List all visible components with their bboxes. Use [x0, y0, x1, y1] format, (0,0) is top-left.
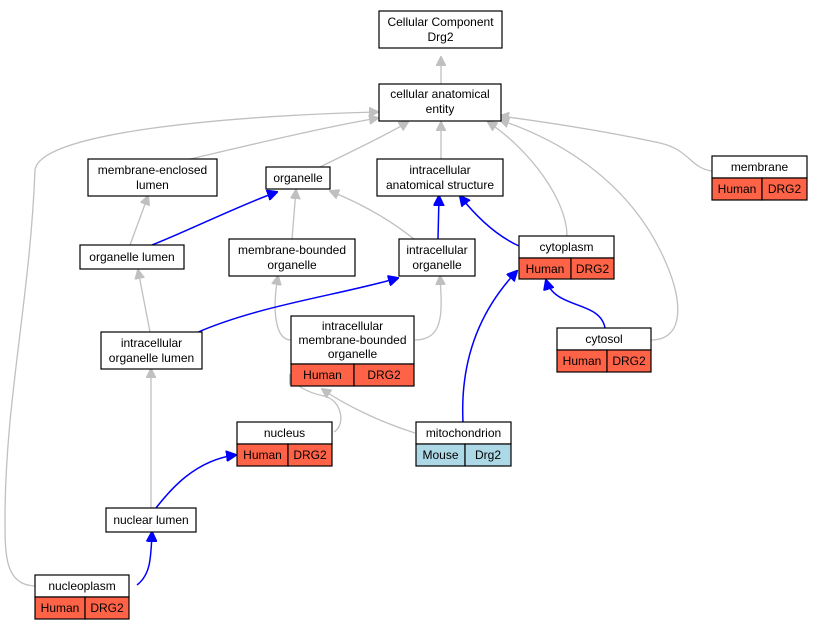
gene-label: DRG2 — [90, 601, 124, 615]
gene-label: DRG2 — [576, 262, 610, 276]
edge-membrane-cae — [500, 116, 713, 172]
edge-io-ias — [438, 196, 439, 240]
node-cellular-component-root[interactable]: Cellular Component Drg2 — [378, 10, 503, 49]
node-intracellular-anatomical-structure[interactable]: intracellular anatomical structure — [376, 158, 504, 197]
node-label-line: cytosol — [585, 332, 622, 346]
node-label-line: Drg2 — [427, 30, 453, 44]
node-label-line: nucleus — [264, 426, 305, 440]
edge-imbo-io — [414, 276, 441, 341]
species-label: Human — [526, 262, 565, 276]
node-intracellular-membrane-bounded-organelle[interactable]: intracellular membrane-bounded organelle… — [290, 315, 415, 387]
edge-io-organelle — [330, 191, 415, 240]
edge-cytoplasm-ias — [460, 196, 520, 247]
node-label-line: intracellular — [409, 163, 470, 177]
node-cytosol[interactable]: cytosol Human DRG2 — [556, 327, 652, 373]
node-label-line: organelle — [267, 258, 317, 272]
edge-mel-cae — [189, 118, 378, 160]
edge-cytoplasm-cae — [488, 122, 568, 237]
node-label-line: membrane-bounded — [298, 333, 406, 347]
node-nuclear-lumen[interactable]: nuclear lumen — [105, 507, 197, 533]
edge-mito-imbo — [322, 389, 416, 434]
edge-ol-organelle — [151, 192, 277, 246]
node-intracellular-organelle-lumen[interactable]: intracellular organelle lumen — [100, 331, 203, 370]
node-cellular-anatomical-entity[interactable]: cellular anatomical entity — [378, 83, 502, 122]
gene-label: DRG2 — [367, 368, 401, 382]
edge-organelle-cae — [319, 122, 408, 168]
is-a-edges — [4, 57, 713, 587]
node-label-line: cytoplasm — [539, 240, 593, 254]
node-label-line: membrane-enclosed — [98, 163, 207, 177]
gene-label: DRG2 — [768, 182, 802, 196]
node-label-line: nuclear lumen — [113, 513, 188, 527]
node-membrane[interactable]: membrane Human DRG2 — [711, 155, 808, 201]
node-label-line: membrane — [731, 160, 789, 174]
node-intracellular-organelle[interactable]: intracellular organelle — [398, 238, 476, 277]
species-label: Human — [563, 354, 602, 368]
species-label: Human — [718, 182, 757, 196]
edge-iol-io — [195, 278, 398, 334]
species-label: Human — [303, 368, 342, 382]
node-label-line: anatomical structure — [386, 178, 494, 192]
node-label-line: intracellular — [406, 243, 467, 257]
edge-ol-mel — [129, 196, 148, 246]
node-nucleoplasm[interactable]: nucleoplasm Human DRG2 — [34, 574, 130, 620]
edge-cytosol-cytoplasm — [546, 280, 606, 329]
node-cytoplasm[interactable]: cytoplasm Human DRG2 — [518, 235, 615, 280]
node-organelle-lumen[interactable]: organelle lumen — [79, 244, 185, 270]
node-organelle[interactable]: organelle — [265, 166, 331, 190]
node-label-line: organelle lumen — [109, 351, 194, 365]
node-label-line: organelle — [328, 347, 378, 361]
node-membrane-bounded-organelle[interactable]: membrane-bounded organelle — [228, 238, 356, 277]
node-label-line: nucleoplasm — [48, 579, 115, 593]
node-label-line: membrane-bounded — [238, 243, 346, 257]
species-label: Human — [243, 448, 282, 462]
node-label-line: mitochondrion — [426, 426, 501, 440]
node-label-line: lumen — [136, 178, 169, 192]
edge-cytosol-cae — [500, 120, 679, 341]
node-label-line: entity — [426, 102, 455, 116]
node-nucleus[interactable]: nucleus Human DRG2 — [236, 421, 333, 467]
node-membrane-enclosed-lumen[interactable]: membrane-enclosed lumen — [87, 158, 218, 197]
node-label-line: organelle lumen — [89, 250, 174, 264]
edge-imbo-mbo — [275, 276, 292, 341]
edge-nl-nucleus — [155, 455, 236, 509]
edge-mito-cytoplasm — [461, 271, 517, 423]
node-mitochondrion[interactable]: mitochondrion Mouse Drg2 — [415, 421, 512, 467]
node-label-line: intracellular — [322, 319, 383, 333]
edge-nucleoplasm-nl — [136, 532, 152, 586]
node-label-line: organelle — [273, 171, 323, 185]
edge-nucleoplasm-cae — [4, 112, 378, 587]
gene-label: DRG2 — [612, 354, 646, 368]
gene-label: Drg2 — [475, 448, 501, 462]
node-label-line: intracellular — [121, 336, 182, 350]
species-label: Human — [41, 601, 80, 615]
species-label: Mouse — [422, 448, 458, 462]
node-label-line: cellular anatomical — [390, 87, 489, 101]
edge-mbo-organelle — [292, 190, 296, 240]
node-label-line: Cellular Component — [387, 15, 494, 29]
gene-label: DRG2 — [293, 448, 327, 462]
node-label-line: organelle — [412, 258, 462, 272]
part-of-edges — [136, 192, 606, 586]
edge-iol-ol — [138, 270, 151, 333]
